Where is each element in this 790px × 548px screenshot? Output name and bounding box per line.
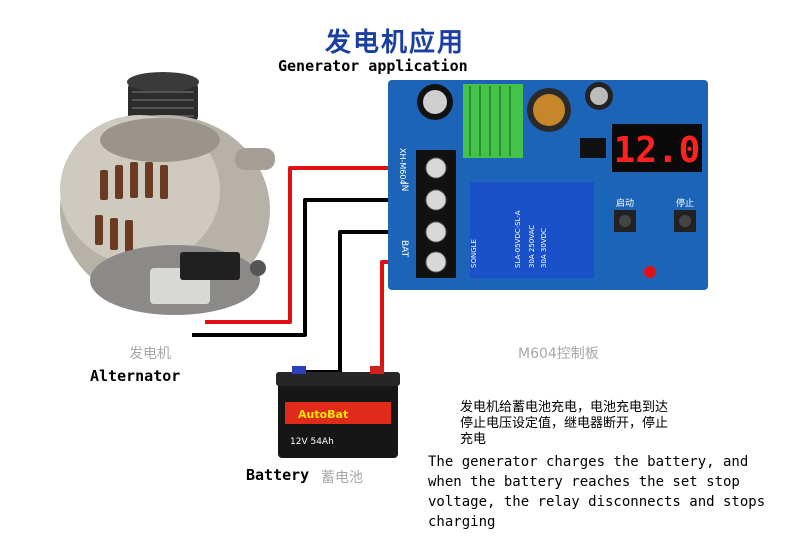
relay-brand: SONGLE	[470, 239, 478, 268]
description-en-line: charging	[428, 514, 496, 530]
battery-image: AutoBat 12V 54Ah	[276, 366, 400, 458]
board-silk: XH-M604	[398, 148, 407, 185]
battery-brand: AutoBat	[298, 408, 348, 421]
description-en: The generator charges the battery, and w…	[428, 452, 788, 532]
relay-model: SLA-05VDC-SL-A	[514, 210, 522, 268]
description-en-line: voltage, the relay disconnects and stops	[428, 494, 766, 510]
description-cn-line: 发电机给蓄电池充电，电池充电到达	[460, 400, 669, 415]
description-cn: 发电机给蓄电池充电，电池充电到达 停止电压设定值，继电器断开，停止 充电	[460, 400, 720, 448]
page-title-en: Generator application	[278, 57, 468, 75]
board-label: M604控制板	[518, 346, 599, 362]
terminal-bat-label: BAT	[399, 240, 409, 258]
alternator-label-en: Alternator	[90, 367, 181, 385]
battery-spec: 12V 54Ah	[290, 437, 334, 447]
description-cn-line: 停止电压设定值，继电器断开，停止	[460, 416, 669, 431]
terminal-in-label: IN	[399, 182, 409, 191]
m604-board: 12.0 SONGLE SLA-05VDC-SL-A 30A 250VAC 30…	[388, 80, 708, 290]
description-cn-line: 充电	[460, 432, 487, 447]
page-title-cn: 发电机应用	[324, 28, 465, 58]
relay-rating-0: 30A 250VAC	[528, 225, 536, 268]
relay-rating-1: 30A 30VDC	[540, 228, 548, 268]
description-en-line: The generator charges the battery, and	[428, 454, 749, 470]
description-en-line: when the battery reaches the set stop	[428, 474, 740, 490]
board-button-stop: 停止	[676, 197, 694, 209]
board-button-start: 启动	[616, 197, 634, 209]
alternator-image	[60, 72, 275, 315]
battery-label-cn: 蓄电池	[321, 470, 363, 486]
board-display: 12.0	[614, 130, 701, 171]
battery-label-en: Battery	[246, 466, 310, 484]
alternator-label-cn: 发电机	[129, 346, 171, 362]
